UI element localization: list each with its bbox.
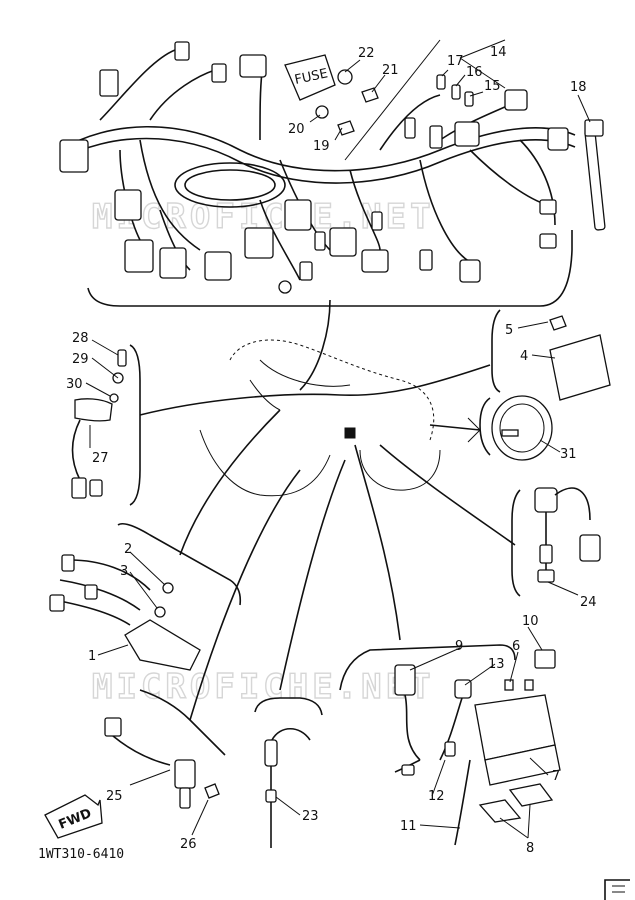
rectifier-group-right xyxy=(491,309,611,401)
callout-3: 3 xyxy=(120,564,128,579)
leader-lines xyxy=(85,59,591,839)
callout-19: 19 xyxy=(313,139,330,154)
callout-18: 18 xyxy=(570,80,587,95)
callout-23: 23 xyxy=(302,809,319,824)
callout-22: 22 xyxy=(358,46,375,61)
callout-16: 16 xyxy=(466,65,483,80)
relay-group-left xyxy=(71,344,141,506)
callout-11: 11 xyxy=(400,819,417,834)
callout-24: 24 xyxy=(580,595,597,610)
sensor-23-group xyxy=(254,697,323,848)
callout-8: 8 xyxy=(526,841,534,856)
callout-9: 9 xyxy=(455,639,463,654)
callout-5: 5 xyxy=(505,323,513,338)
corner-mark xyxy=(604,879,630,900)
sensor-25-group xyxy=(104,689,226,809)
callout-30: 30 xyxy=(66,377,83,392)
callout-20: 20 xyxy=(288,122,305,137)
callout-1: 1 xyxy=(88,649,96,664)
main-wire-harness: FUSE xyxy=(59,39,606,307)
callout-4: 4 xyxy=(520,349,528,364)
harness-junction xyxy=(344,427,356,439)
callout-13: 13 xyxy=(488,657,505,672)
part-code-label: 1WT310-6410 xyxy=(38,847,124,862)
callout-7: 7 xyxy=(552,769,560,784)
callout-15: 15 xyxy=(484,79,501,94)
ignitor-group xyxy=(49,522,242,671)
callout-29: 29 xyxy=(72,352,89,367)
callout-17: 17 xyxy=(447,54,464,69)
sensor-31 xyxy=(479,395,553,461)
callout-numbers: 22 21 20 19 14 17 16 15 18 5 4 28 29 30 … xyxy=(66,45,597,856)
forward-arrow: FWD xyxy=(44,794,103,839)
callout-28: 28 xyxy=(72,331,89,346)
motorcycle-outline xyxy=(139,299,516,721)
fuse-label: FUSE xyxy=(293,66,329,88)
watermark-bottom: MICROFICHE.NET xyxy=(92,667,435,707)
callout-12: 12 xyxy=(428,789,445,804)
callout-6: 6 xyxy=(512,639,520,654)
callout-26: 26 xyxy=(180,837,197,852)
battery-group xyxy=(339,644,561,846)
callout-14: 14 xyxy=(490,45,507,60)
switch-24 xyxy=(511,487,601,597)
callout-10: 10 xyxy=(522,614,539,629)
callout-2: 2 xyxy=(124,542,132,557)
callout-21: 21 xyxy=(382,63,399,78)
callout-31: 31 xyxy=(560,447,577,462)
fuse-box: FUSE xyxy=(284,54,336,101)
callout-27: 27 xyxy=(92,451,109,466)
callout-25: 25 xyxy=(106,789,123,804)
